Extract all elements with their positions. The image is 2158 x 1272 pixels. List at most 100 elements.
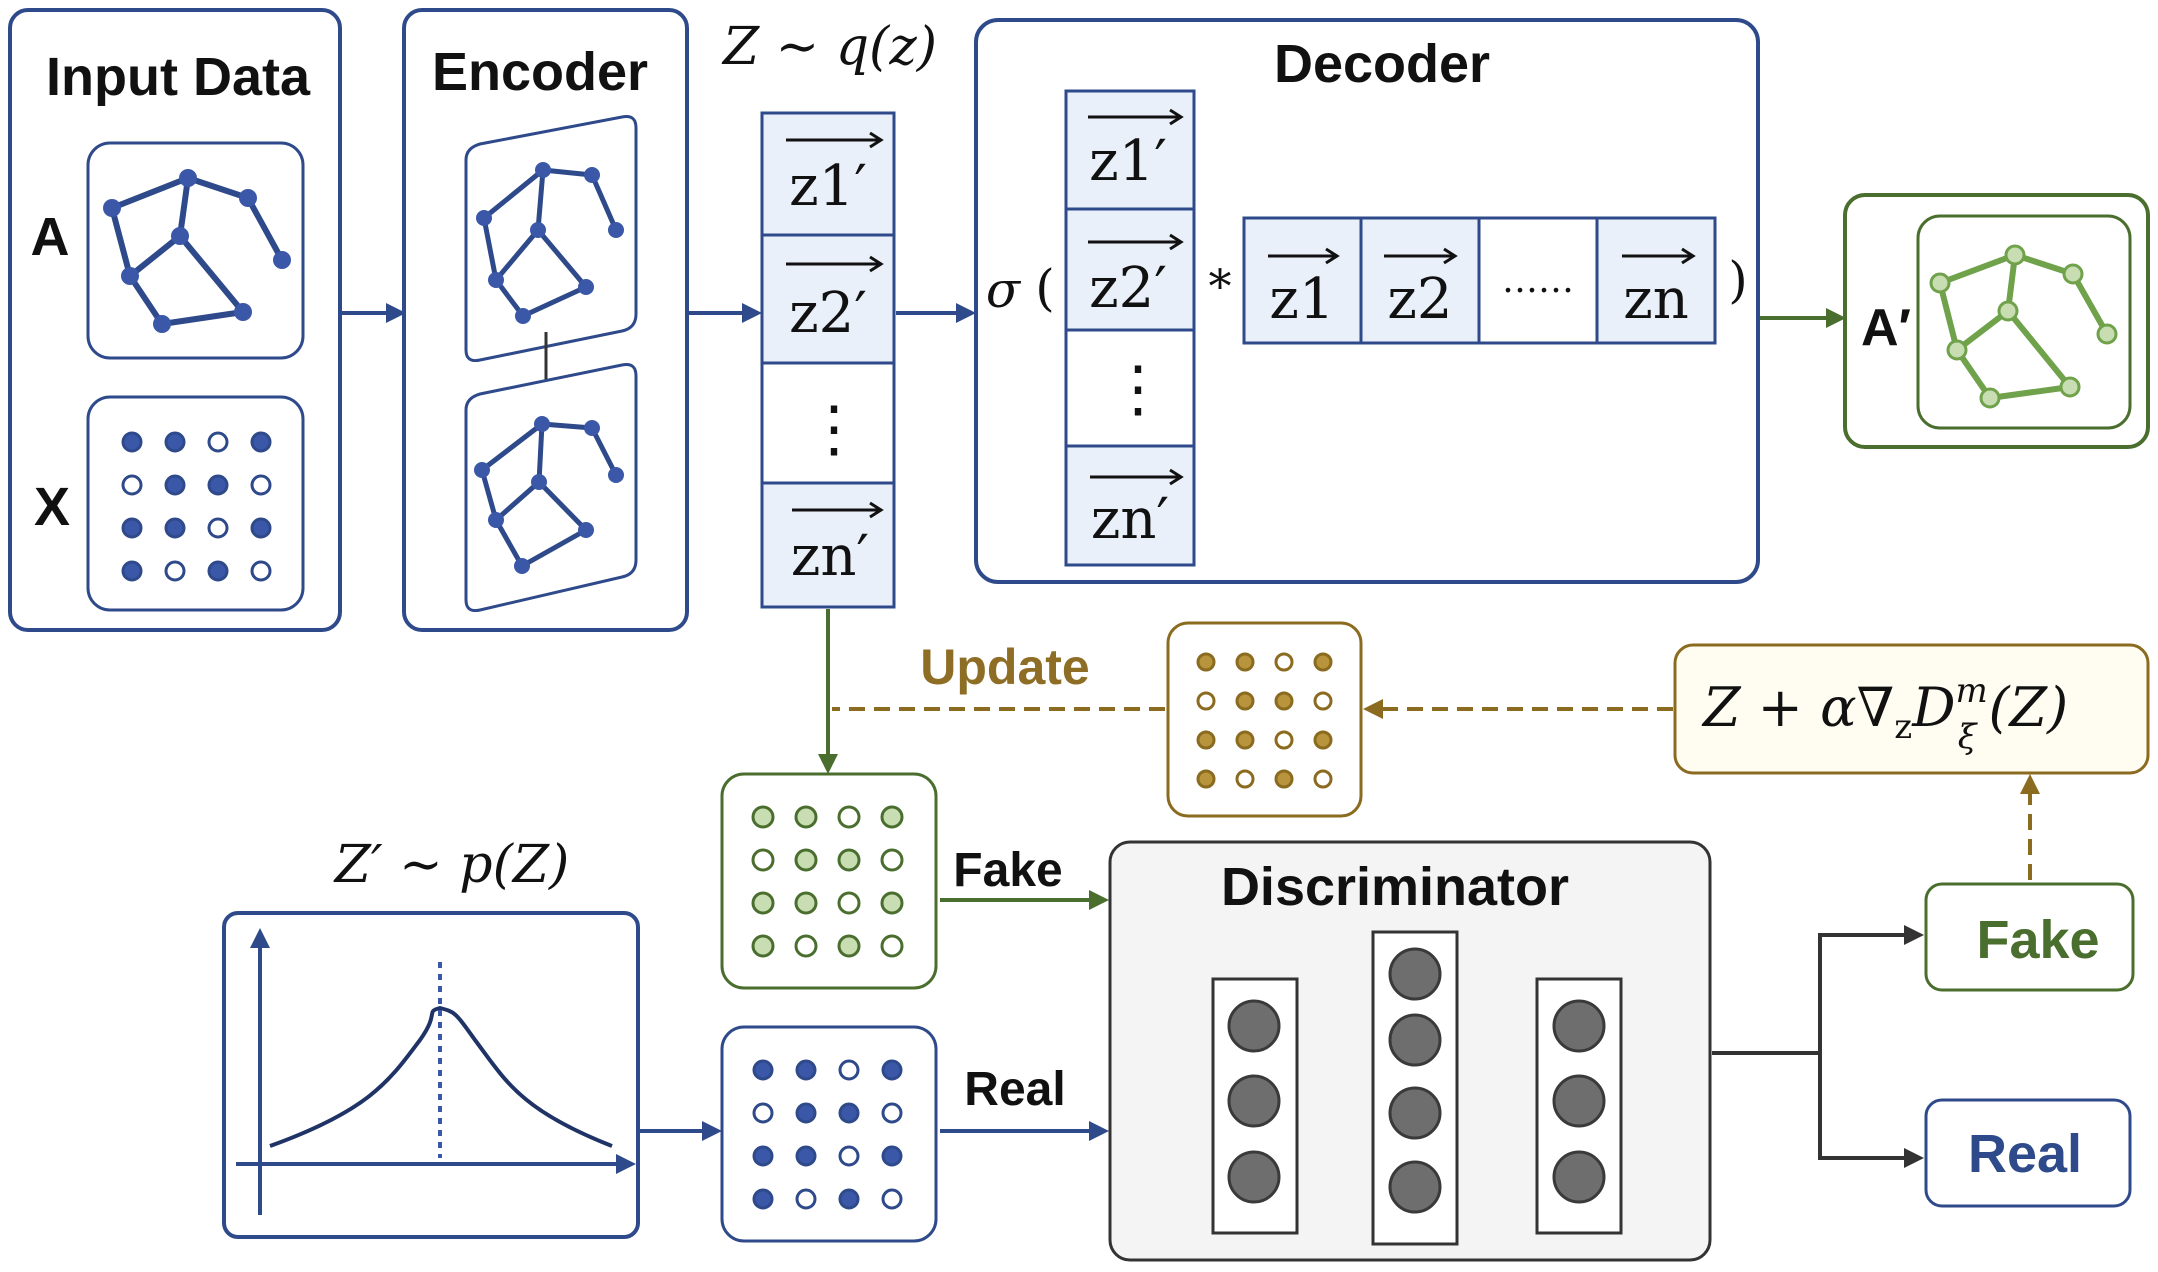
- matrix-dot-empty: [1235, 769, 1255, 789]
- decoder-row-cell: [1242, 216, 1363, 345]
- neuron: [1227, 1150, 1281, 1204]
- update-label: Update: [920, 639, 1089, 695]
- matrix-dot-filled: [1235, 730, 1255, 750]
- output-label: A′: [1861, 299, 1911, 357]
- sigma-symbol: σ: [986, 261, 1022, 319]
- matrix-dot-filled: [880, 891, 904, 915]
- matrix-dot-filled: [1196, 730, 1216, 750]
- decoder-panel: Decoder σ ( * ) z1′ z2′ ⋮ zn′ z1 z2 …… z…: [974, 18, 1760, 584]
- adjacency-label: A: [31, 207, 70, 267]
- matrix-dot-empty: [164, 560, 186, 582]
- matrix-dot-empty: [880, 934, 904, 958]
- decoder-column-cell: [1064, 444, 1196, 567]
- matrix-dot-empty: [837, 891, 861, 915]
- matrix-dot-empty: [838, 1145, 860, 1167]
- matrix-dot-empty: [752, 1102, 774, 1124]
- input-graph-icon: [103, 169, 291, 333]
- matrix-dot-filled: [751, 805, 775, 829]
- encoder-graph-icon-1: [476, 162, 624, 324]
- matrix-dot-filled: [794, 891, 818, 915]
- reconstructed-graph-icon: [1929, 244, 2118, 409]
- matrix-dot-filled: [121, 560, 143, 582]
- matrix-dot-filled: [207, 474, 229, 496]
- matrix-dot-filled: [1196, 652, 1216, 672]
- prior-distribution-panel: [222, 911, 640, 1239]
- neuron: [1552, 1074, 1606, 1128]
- input-data-title: Input Data: [46, 47, 311, 107]
- formula-grad-sub: z: [1894, 707, 1912, 747]
- matrix-dot-empty: [207, 431, 229, 453]
- discriminator-panel: Discriminator: [1108, 840, 1712, 1262]
- matrix-dot-filled: [250, 517, 272, 539]
- decoder-row-z2: z2: [1387, 267, 1452, 332]
- matrix-dot-empty: [1274, 730, 1294, 750]
- encoder-graph-icon-2: [474, 416, 624, 574]
- matrix-dot-filled: [837, 848, 861, 872]
- matrix-dot-empty: [250, 560, 272, 582]
- real-output-label: Real: [1968, 1124, 2082, 1184]
- encoder-layer-2: [464, 363, 638, 612]
- matrix-dot-filled: [250, 431, 272, 453]
- matrix-dot-filled: [752, 1145, 774, 1167]
- decoder-row-cell: [1595, 216, 1717, 345]
- matrix-dot-empty: [121, 474, 143, 496]
- decoder-row-z1: z1: [1269, 267, 1334, 332]
- input-data-panel: Input Data A X: [8, 8, 342, 632]
- input-feature-matrix: [121, 431, 272, 582]
- feature-matrix-box: [86, 395, 305, 612]
- matrix-dot-filled: [207, 560, 229, 582]
- real-sample-matrix: [752, 1059, 903, 1210]
- formula-sub: ξ: [1958, 717, 1979, 757]
- decoder-col-z1: z1′: [1089, 129, 1167, 194]
- matrix-dot-filled: [881, 1059, 903, 1081]
- latent-block: Z ∼ q(z) z1′ z2′ ⋮ zn′: [721, 17, 937, 609]
- fake-input-label: Fake: [953, 844, 1062, 897]
- neuron: [1552, 999, 1606, 1053]
- real-input-label: Real: [964, 1063, 1065, 1116]
- neuron: [1388, 1086, 1442, 1140]
- latent-zn: zn′: [791, 524, 869, 589]
- open-paren: (: [1035, 259, 1055, 317]
- decoder-row-ellipsis: ……: [1502, 260, 1574, 301]
- fake-sample-panel: [720, 772, 938, 990]
- matrix-dot-empty: [1313, 769, 1333, 789]
- updated-embedding-matrix: [1196, 652, 1333, 789]
- fake-sample-matrix: [751, 805, 904, 958]
- matrix-dot-empty: [881, 1102, 903, 1124]
- decoder-row-zn: zn: [1623, 267, 1689, 332]
- matrix-dot-filled: [1235, 652, 1255, 672]
- matrix-dot-empty: [1196, 691, 1216, 711]
- latent-z1: z1′: [789, 154, 867, 219]
- matrix-dot-filled: [164, 517, 186, 539]
- neuron: [1552, 1150, 1606, 1204]
- discriminator-output-branch: [1712, 925, 1924, 1168]
- matrix-dot-empty: [250, 474, 272, 496]
- matrix-dot-empty: [838, 1059, 860, 1081]
- discriminator-title: Discriminator: [1221, 857, 1569, 917]
- matrix-dot-filled: [795, 1102, 817, 1124]
- matrix-dot-empty: [1274, 652, 1294, 672]
- matrix-dot-empty: [881, 1188, 903, 1210]
- matrix-dot-empty: [794, 934, 818, 958]
- neuron: [1388, 947, 1442, 1001]
- latent-z2: z2′: [789, 281, 867, 346]
- matrix-dot-filled: [751, 891, 775, 915]
- decoder-col-ellipsis: ⋮: [1107, 352, 1169, 425]
- matrix-dot-filled: [794, 805, 818, 829]
- encoder-layer-1: [464, 115, 638, 362]
- formula-d: D: [1911, 676, 1955, 739]
- matrix-dot-empty: [880, 848, 904, 872]
- matrix-dot-filled: [1313, 652, 1333, 672]
- encoder-panel: Encoder: [402, 8, 689, 632]
- matrix-dot-filled: [164, 431, 186, 453]
- matrix-dot-filled: [1274, 691, 1294, 711]
- neuron: [1388, 1160, 1442, 1214]
- matrix-dot-empty: [1313, 691, 1333, 711]
- matrix-dot-filled: [1274, 769, 1294, 789]
- matrix-dot-filled: [795, 1059, 817, 1081]
- decoder-title: Decoder: [1274, 34, 1490, 94]
- matrix-dot-filled: [752, 1188, 774, 1210]
- matrix-dot-filled: [837, 934, 861, 958]
